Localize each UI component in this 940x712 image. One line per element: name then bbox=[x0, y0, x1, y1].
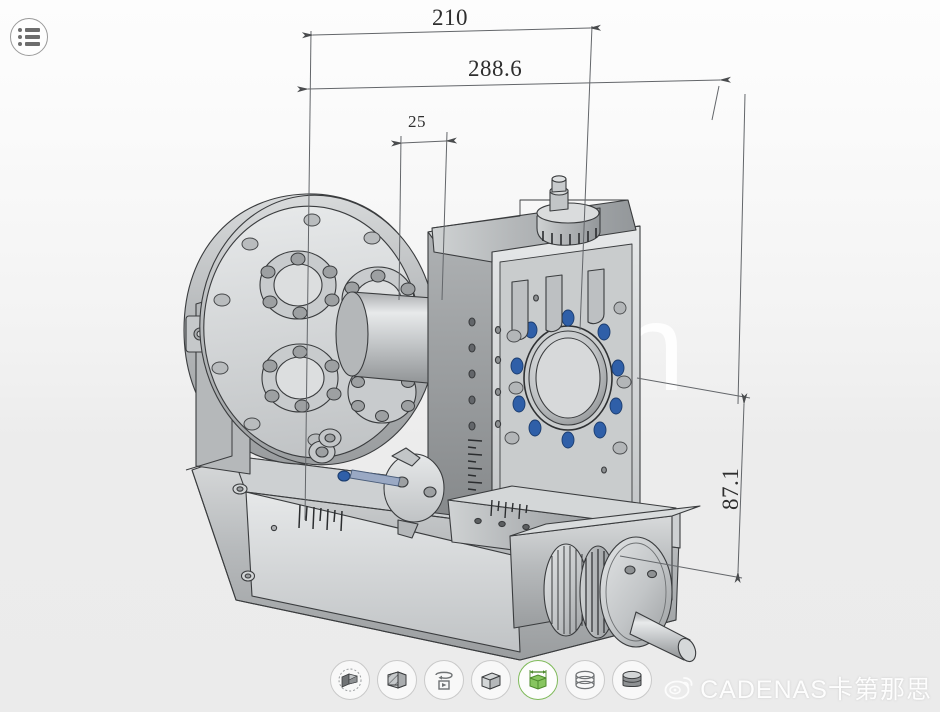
brand-watermark: CADENAS卡第那思 bbox=[664, 670, 932, 706]
dimension-label-288-6: 288.6 bbox=[468, 56, 523, 81]
wireframe-cylinder-icon bbox=[575, 670, 595, 690]
tool-wireframe[interactable] bbox=[565, 660, 605, 700]
graduated-dial bbox=[536, 175, 601, 246]
blue-fastener bbox=[337, 469, 401, 487]
front-mounting-plate bbox=[431, 199, 641, 541]
tool-dimensions[interactable] bbox=[518, 660, 558, 700]
tool-bounding-box[interactable] bbox=[471, 660, 511, 700]
list-menu-icon bbox=[18, 28, 40, 46]
weibo-logo-icon bbox=[664, 677, 693, 700]
tool-shaded[interactable] bbox=[612, 660, 652, 700]
dimensioned-solid-icon bbox=[529, 670, 547, 690]
tool-hatch-section[interactable] bbox=[377, 660, 417, 700]
hatched-cylinder-icon bbox=[387, 671, 407, 689]
dimension-label-210: 210 bbox=[432, 5, 468, 30]
tool-animate[interactable] bbox=[424, 660, 464, 700]
rotate-play-icon bbox=[435, 671, 453, 690]
faceplate-disc bbox=[199, 194, 437, 466]
shaded-cylinder-icon bbox=[622, 670, 642, 687]
handwheel bbox=[543, 536, 697, 663]
menu-button[interactable] bbox=[10, 18, 48, 56]
view-tools-toolbar[interactable] bbox=[330, 660, 652, 700]
watermark-text: CADENAS卡第那思 bbox=[700, 676, 932, 704]
dimension-label-25: 25 bbox=[408, 112, 426, 131]
box-outline-icon bbox=[481, 672, 501, 690]
bolt-cluster bbox=[261, 343, 342, 413]
section-cut-icon bbox=[338, 668, 362, 692]
tool-section-view[interactable] bbox=[330, 660, 370, 700]
dimension-label-87-1: 87.1 bbox=[718, 467, 743, 510]
hex-nut bbox=[318, 428, 342, 448]
indexing-disc bbox=[383, 447, 445, 539]
